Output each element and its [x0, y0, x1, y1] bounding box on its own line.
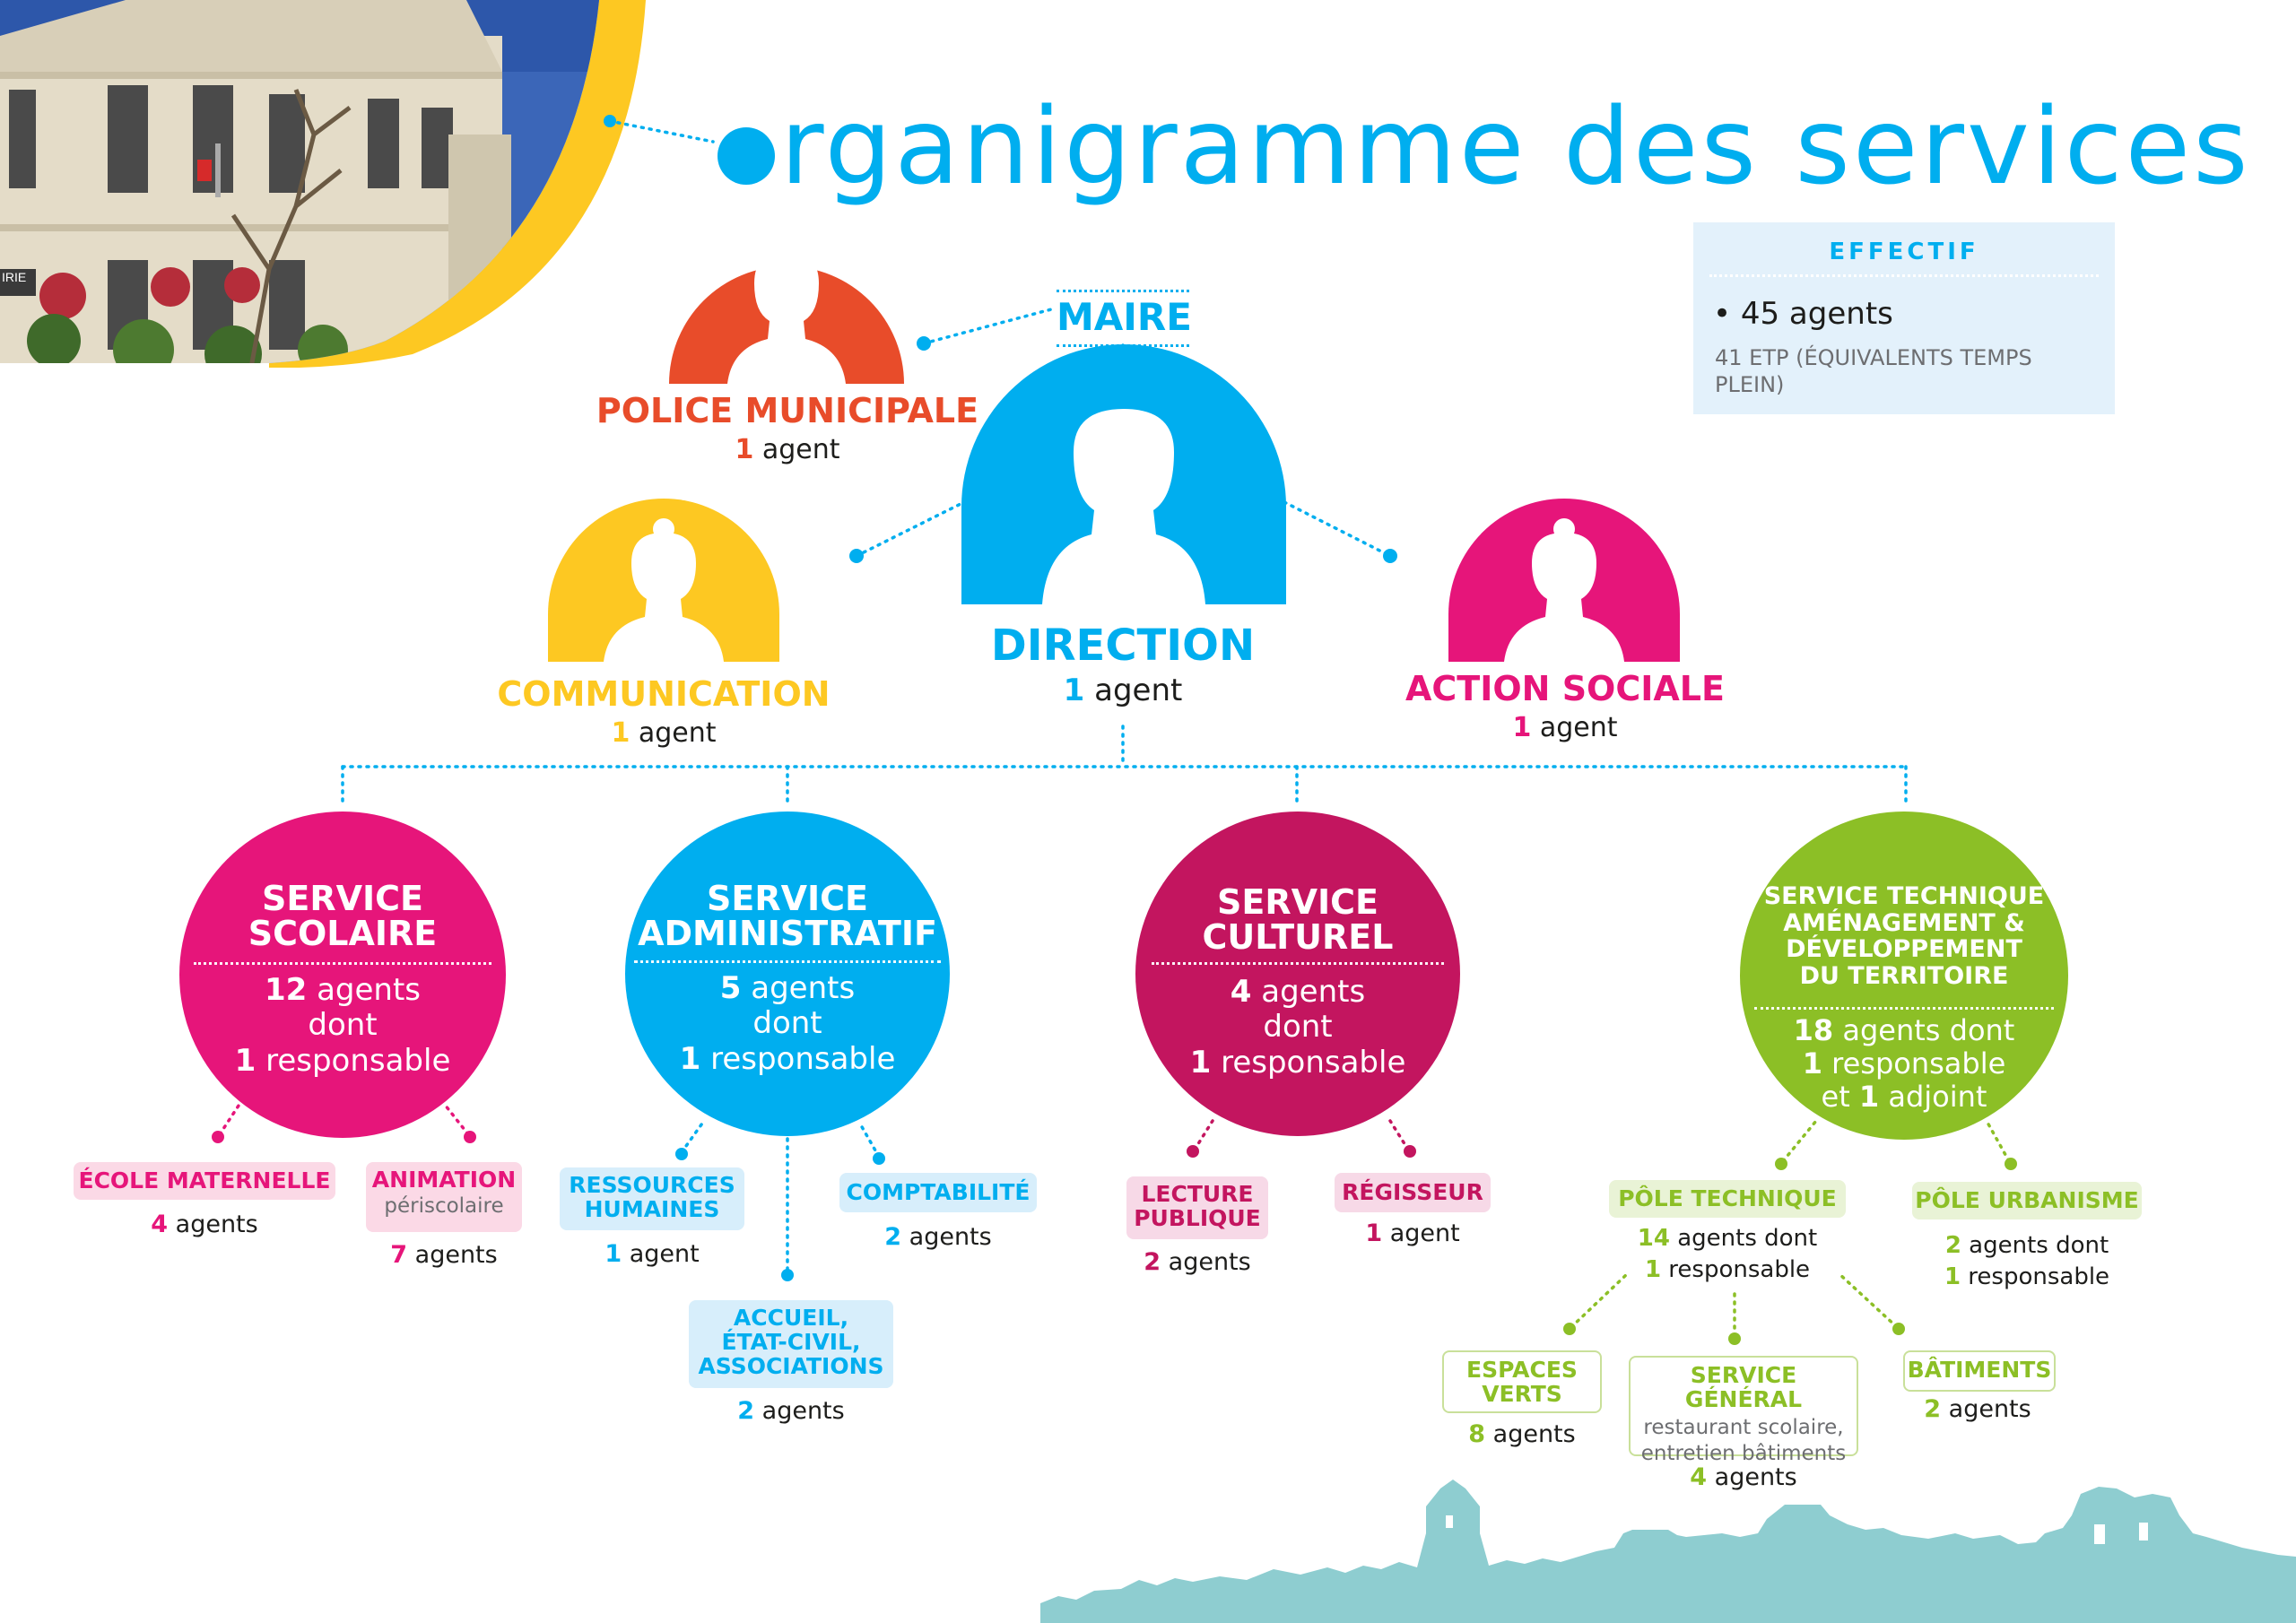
service-culturel-details: 4 agents dont 1 responsable [1189, 974, 1406, 1081]
action-sociale-silhouette-icon [1448, 499, 1680, 662]
regisseur-count: 1 agent [1365, 1219, 1460, 1247]
service-technique-details: 18 agents dont 1 responsable et 1 adjoin… [1793, 1013, 2015, 1115]
police-title: POLICE MUNICIPALE [596, 391, 979, 430]
service-general-count: 4 agents [1690, 1463, 1797, 1491]
communication-title: COMMUNICATION [497, 674, 831, 714]
accueil-etat-civil-tag: ACCUEIL,ÉTAT-CIVIL,ASSOCIATIONS [689, 1300, 893, 1388]
direction-count: 1 agent [1063, 673, 1183, 708]
effectif-total: • 45 agents [1713, 296, 1893, 332]
service-scolaire-separator [194, 962, 491, 965]
town-hall-photo: IRIE [0, 0, 646, 368]
espaces-verts-count: 8 agents [1468, 1420, 1576, 1448]
effectif-separator [1709, 274, 2099, 277]
title-text: rganigramme des services [780, 84, 2251, 208]
pole-urbanisme-count: 2 agents dont 1 responsable [1944, 1232, 2110, 1290]
lecture-publique-count: 2 agents [1144, 1248, 1251, 1276]
service-administratif-details: 5 agents dont 1 responsable [679, 970, 896, 1077]
action-sociale-title: ACTION SOCIALE [1405, 669, 1725, 708]
communication-silhouette-icon [548, 499, 779, 662]
ecole-maternelle-tag: ÉCOLE MATERNELLE [74, 1162, 335, 1200]
service-technique-separator [1754, 1007, 2054, 1010]
svg-text:IRIE: IRIE [2, 270, 26, 284]
direction-silhouette-icon [961, 344, 1286, 604]
comptabilite-tag: COMPTABILITÉ [839, 1173, 1037, 1212]
regisseur-tag: RÉGISSEUR [1335, 1173, 1491, 1212]
pole-technique-tag: PÔLE TECHNIQUE [1609, 1180, 1846, 1218]
animation-count: 7 agents [390, 1241, 498, 1269]
ressources-humaines-count: 1 agent [604, 1240, 700, 1268]
direction-title: DIRECTION [990, 621, 1256, 671]
ecole-maternelle-count: 4 agents [151, 1211, 258, 1238]
direction-caption: DIRECTION 1 agent [908, 621, 1338, 708]
comptabilite-count: 2 agents [884, 1223, 992, 1251]
effectif-etp: 41 ETP (ÉQUIVALENTS TEMPS PLEIN) [1715, 345, 2032, 397]
action-sociale-count: 1 agent [1512, 712, 1618, 743]
pole-technique-count: 14 agents dont 1 responsable [1637, 1225, 1818, 1283]
batiments-count: 2 agents [1924, 1395, 2031, 1423]
maire-text: MAIRE [1057, 295, 1192, 339]
effectif-heading: EFFECTIF [1829, 239, 1979, 265]
service-scolaire-details: 12 agents dont 1 responsable [234, 972, 451, 1079]
animation-tag: ANIMATION périscolaire [366, 1162, 522, 1232]
communication-count: 1 agent [611, 717, 717, 749]
page-title: rganigramme des services [718, 88, 2251, 204]
effectif-box: EFFECTIF • 45 agents 41 ETP (ÉQUIVALENTS… [1693, 222, 2115, 414]
title-letter-dot [718, 127, 775, 185]
police-silhouette-icon [669, 236, 904, 384]
pole-urbanisme-tag: PÔLE URBANISME [1912, 1182, 2142, 1219]
action-sociale-caption: ACTION SOCIALE 1 agent [1372, 669, 1758, 743]
service-administratif-separator [634, 960, 941, 963]
maire-label: MAIRE [1057, 290, 1192, 347]
police-caption: POLICE MUNICIPALE 1 agent [583, 391, 992, 465]
town-skyline-silhouette [1040, 1480, 2296, 1623]
police-count: 1 agent [735, 434, 840, 465]
service-culturel-separator [1152, 962, 1444, 965]
communication-caption: COMMUNICATION 1 agent [466, 674, 861, 749]
service-general-tag: SERVICE GÉNÉRAL restaurant scolaire, ent… [1629, 1356, 1858, 1464]
batiments-tag: BÂTIMENTS [1903, 1350, 2056, 1392]
accueil-etat-civil-count: 2 agents [737, 1397, 845, 1425]
